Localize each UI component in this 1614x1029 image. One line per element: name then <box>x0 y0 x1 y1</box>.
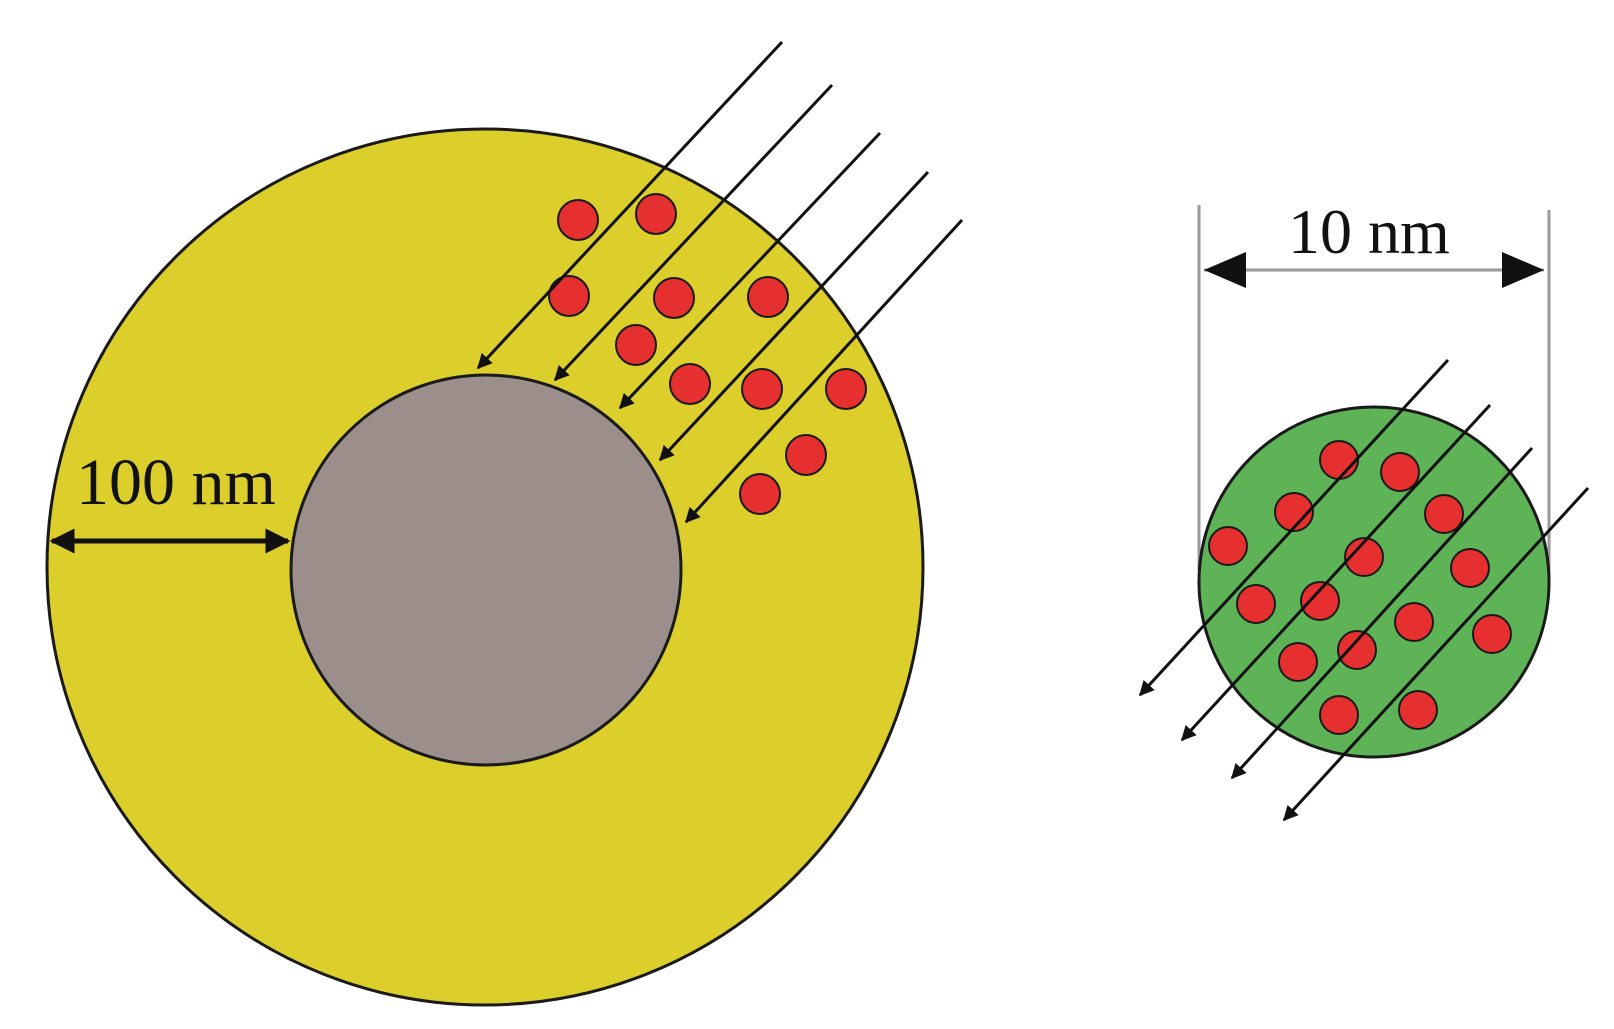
dot <box>1319 440 1359 480</box>
dot <box>741 368 783 410</box>
large-particle: 100 nm <box>45 40 964 1007</box>
incoming-arrow <box>658 170 930 462</box>
small-particle-body <box>1197 405 1551 759</box>
small-particle-dots <box>1208 440 1512 735</box>
incoming-arrow <box>476 40 784 370</box>
dot <box>1236 584 1276 624</box>
dot <box>635 193 677 235</box>
diameter-dimension: 10 nm <box>1204 196 1544 288</box>
dot <box>747 276 789 318</box>
dot <box>653 277 695 319</box>
dot <box>1274 492 1314 532</box>
incoming-arrow <box>618 131 882 410</box>
dot <box>739 473 781 515</box>
diameter-arrowhead-right <box>1502 252 1544 288</box>
diameter-label: 10 nm <box>1288 196 1450 267</box>
shell-thickness-label: 100 nm <box>76 446 276 519</box>
core <box>289 373 683 767</box>
shell-thickness-dimension: 100 nm <box>49 446 291 554</box>
dot <box>1398 690 1438 730</box>
dot <box>785 434 827 476</box>
outgoing-arrow <box>1138 358 1450 697</box>
large-particle-dots <box>548 193 867 515</box>
outgoing-arrow <box>1282 486 1590 822</box>
dot <box>1450 548 1490 588</box>
diameter-arrowhead-left <box>1204 252 1246 288</box>
large-particle-arrows <box>476 40 964 524</box>
dot <box>615 324 657 366</box>
dot <box>1300 581 1340 621</box>
dot <box>548 275 590 317</box>
dot <box>1319 695 1359 735</box>
small-particle: 10 nm <box>1138 196 1590 822</box>
dot <box>825 368 867 410</box>
dot <box>1208 526 1248 566</box>
small-particle-arrows <box>1138 358 1590 822</box>
dot <box>1278 642 1318 682</box>
dot <box>1380 452 1420 492</box>
outgoing-arrow <box>1230 446 1534 780</box>
dot <box>1344 537 1384 577</box>
incoming-arrow <box>684 218 964 524</box>
dot <box>669 363 711 405</box>
incoming-arrow <box>553 83 834 382</box>
dot <box>557 199 599 241</box>
outgoing-arrow <box>1180 403 1492 742</box>
dot <box>1394 602 1434 642</box>
dot <box>1472 614 1512 654</box>
dot <box>1337 630 1377 670</box>
dot <box>1424 494 1464 534</box>
